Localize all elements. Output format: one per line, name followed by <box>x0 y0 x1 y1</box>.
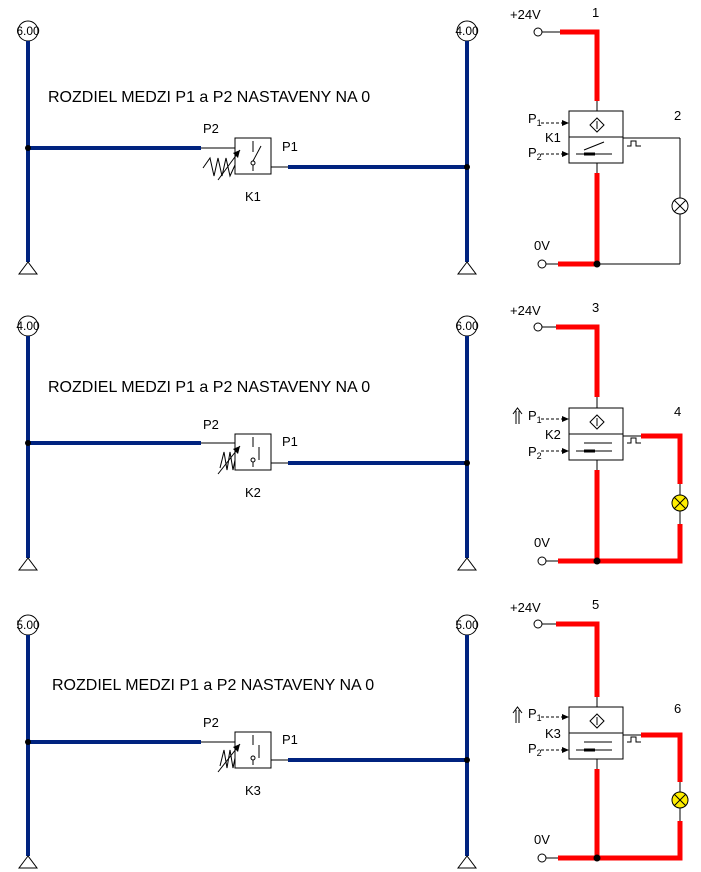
wire-lamp <box>641 732 683 782</box>
wire-lamp <box>641 433 683 484</box>
lamp-icon <box>671 197 689 215</box>
exhaust-right-icon <box>457 261 477 275</box>
pressure-rise-arrow-icon <box>512 706 523 723</box>
supply-plus-label: +24V <box>510 7 541 22</box>
exhaust-right-icon <box>457 557 477 571</box>
pressure-sensor-box <box>568 110 641 164</box>
pulse-output-icon <box>627 140 641 147</box>
circuit-1: 6.00 4.00 ROZDIEL MEDZI P1 a P2 NASTAVEN… <box>16 5 689 275</box>
input-label-p2: P2 <box>528 444 542 461</box>
input-label-p1: P1 <box>528 408 542 425</box>
node-number-lamp: 2 <box>674 108 681 123</box>
port-label-p2: P2 <box>203 417 219 432</box>
input-label-p2: P2 <box>528 145 542 162</box>
supply-plus-terminal <box>533 322 543 332</box>
pneumatic-section-3: 5.00 5.00 ROZDIEL MEDZI P1 a P2 NASTAVEN… <box>16 614 479 869</box>
pneumatic-section-2: 4.00 6.00 ROZDIEL MEDZI P1 a P2 NASTAVEN… <box>16 315 479 571</box>
gauge-right-value: 4.00 <box>455 24 479 38</box>
gauge-right-value: 6.00 <box>455 319 479 333</box>
supply-zero-label: 0V <box>534 238 550 253</box>
pressure-rise-arrow-icon <box>512 407 523 424</box>
port-label-p1: P1 <box>282 732 298 747</box>
lamp-icon <box>671 494 689 512</box>
node-number-top: 5 <box>592 597 599 612</box>
pressure-sensor-box <box>568 706 641 760</box>
gauge-left-value: 6.00 <box>16 24 40 38</box>
circuit-2: 4.00 6.00 ROZDIEL MEDZI P1 a P2 NASTAVEN… <box>16 300 689 571</box>
junction-dot <box>25 145 31 151</box>
differential-pressure-switch-icon <box>217 433 272 475</box>
node-number-lamp: 6 <box>674 701 681 716</box>
differential-pressure-switch-icon <box>217 731 272 773</box>
supply-plus-label: +24V <box>510 303 541 318</box>
exhaust-left-icon <box>18 855 38 869</box>
electrical-section-3: +24V 5 P1 <box>510 597 689 863</box>
sensor-label: K2 <box>545 427 561 442</box>
supply-zero-terminal <box>537 556 547 566</box>
gauge-left-value: 4.00 <box>16 319 40 333</box>
node-number-top: 3 <box>592 300 599 315</box>
contact-open-icon <box>583 141 605 151</box>
component-label: K3 <box>245 783 261 798</box>
port-label-p1: P1 <box>282 434 298 449</box>
supply-zero-terminal <box>537 853 547 863</box>
input-label-p2: P2 <box>528 741 542 758</box>
differential-pressure-switch-icon <box>202 137 272 181</box>
sensor-label: K1 <box>545 130 561 145</box>
port-label-p2: P2 <box>203 715 219 730</box>
pneumatic-section-1: 6.00 4.00 ROZDIEL MEDZI P1 a P2 NASTAVEN… <box>16 20 479 275</box>
exhaust-left-icon <box>18 557 38 571</box>
circuit-caption: ROZDIEL MEDZI P1 a P2 NASTAVENY NA 0 <box>52 677 374 694</box>
component-label: K2 <box>245 485 261 500</box>
component-label: K1 <box>245 189 261 204</box>
exhaust-right-icon <box>457 855 477 869</box>
lamp-icon <box>671 791 689 809</box>
circuit-caption: ROZDIEL MEDZI P1 a P2 NASTAVENY NA 0 <box>48 379 370 396</box>
pulse-output-icon <box>627 736 641 743</box>
wire-supply <box>560 29 600 101</box>
exhaust-left-icon <box>18 261 38 275</box>
supply-zero-label: 0V <box>534 535 550 550</box>
wire-supply <box>556 621 600 697</box>
supply-plus-terminal <box>533 619 543 629</box>
gauge-right-value: 5.00 <box>455 618 479 632</box>
pulse-output-icon <box>627 437 641 444</box>
spring-icon <box>202 156 236 178</box>
supply-plus-label: +24V <box>510 600 541 615</box>
circuit-3: 5.00 5.00 ROZDIEL MEDZI P1 a P2 NASTAVEN… <box>16 597 689 869</box>
supply-zero-terminal <box>537 259 547 269</box>
port-label-p2: P2 <box>203 121 219 136</box>
pressure-sensor-box <box>568 407 641 461</box>
junction-dot <box>464 164 470 170</box>
port-label-p1: P1 <box>282 139 298 154</box>
input-label-p1: P1 <box>528 111 542 128</box>
input-label-p1: P1 <box>528 706 542 723</box>
gauge-left-value: 5.00 <box>16 618 40 632</box>
node-number-lamp: 4 <box>674 404 681 419</box>
electrical-section-1: +24V 1 P1 P2 <box>510 5 689 269</box>
wire-supply <box>556 324 600 397</box>
node-number-top: 1 <box>592 5 599 20</box>
electrical-section-2: +24V 3 P1 <box>510 300 689 566</box>
supply-plus-terminal <box>533 27 543 37</box>
sensor-label: K3 <box>545 726 561 741</box>
circuit-caption: ROZDIEL MEDZI P1 a P2 NASTAVENY NA 0 <box>48 89 370 106</box>
supply-zero-label: 0V <box>534 832 550 847</box>
